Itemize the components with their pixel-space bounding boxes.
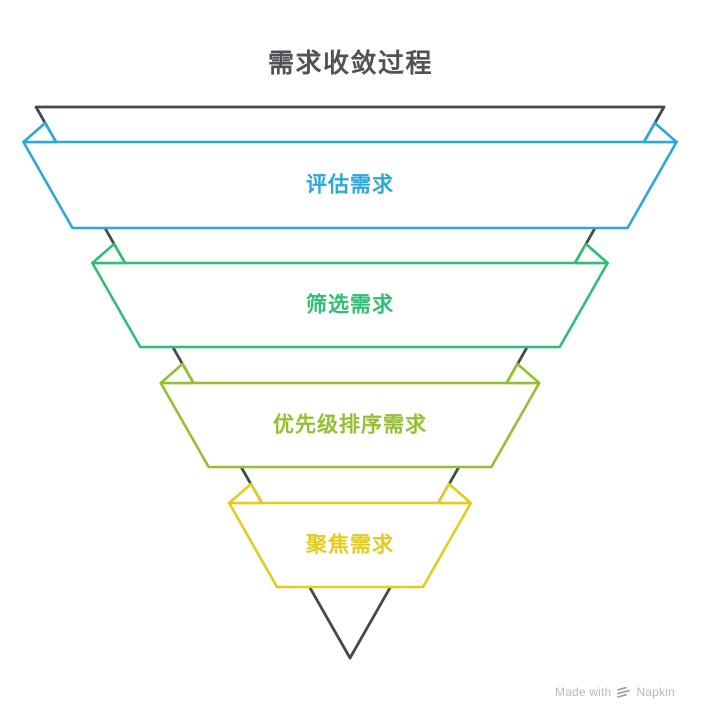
stage-band-4 (227, 501, 473, 589)
napkin-logo-icon (617, 686, 631, 698)
stage-band-3-right-fold (505, 362, 541, 385)
stage-band-2-right-fold (573, 242, 609, 265)
stage-label-4: 聚焦需求 (305, 533, 394, 557)
stage-label-1: 评估需求 (306, 173, 394, 197)
stage-band-2 (91, 261, 609, 349)
stage-band-4-left-fold (227, 482, 263, 505)
diagram-title: 需求收敛过程 (267, 48, 433, 78)
watermark-brand: Napkin (636, 685, 675, 699)
watermark-made-with: Made with (554, 685, 612, 699)
stage-band-3-left-fold (159, 362, 195, 385)
watermark: Made with Napkin (555, 685, 675, 699)
stage-band-4-right-fold (437, 482, 473, 505)
stage-label-2: 筛选需求 (306, 293, 394, 317)
stage-band-1 (22, 140, 678, 230)
stage-band-2-left-fold (91, 242, 127, 265)
stage-band-1-left-fold (22, 121, 58, 144)
stage-label-3: 优先级排序需求 (273, 413, 427, 437)
funnel-shapes (22, 105, 678, 660)
stage-band-3 (159, 381, 541, 469)
stage-band-1-right-fold (642, 121, 678, 144)
